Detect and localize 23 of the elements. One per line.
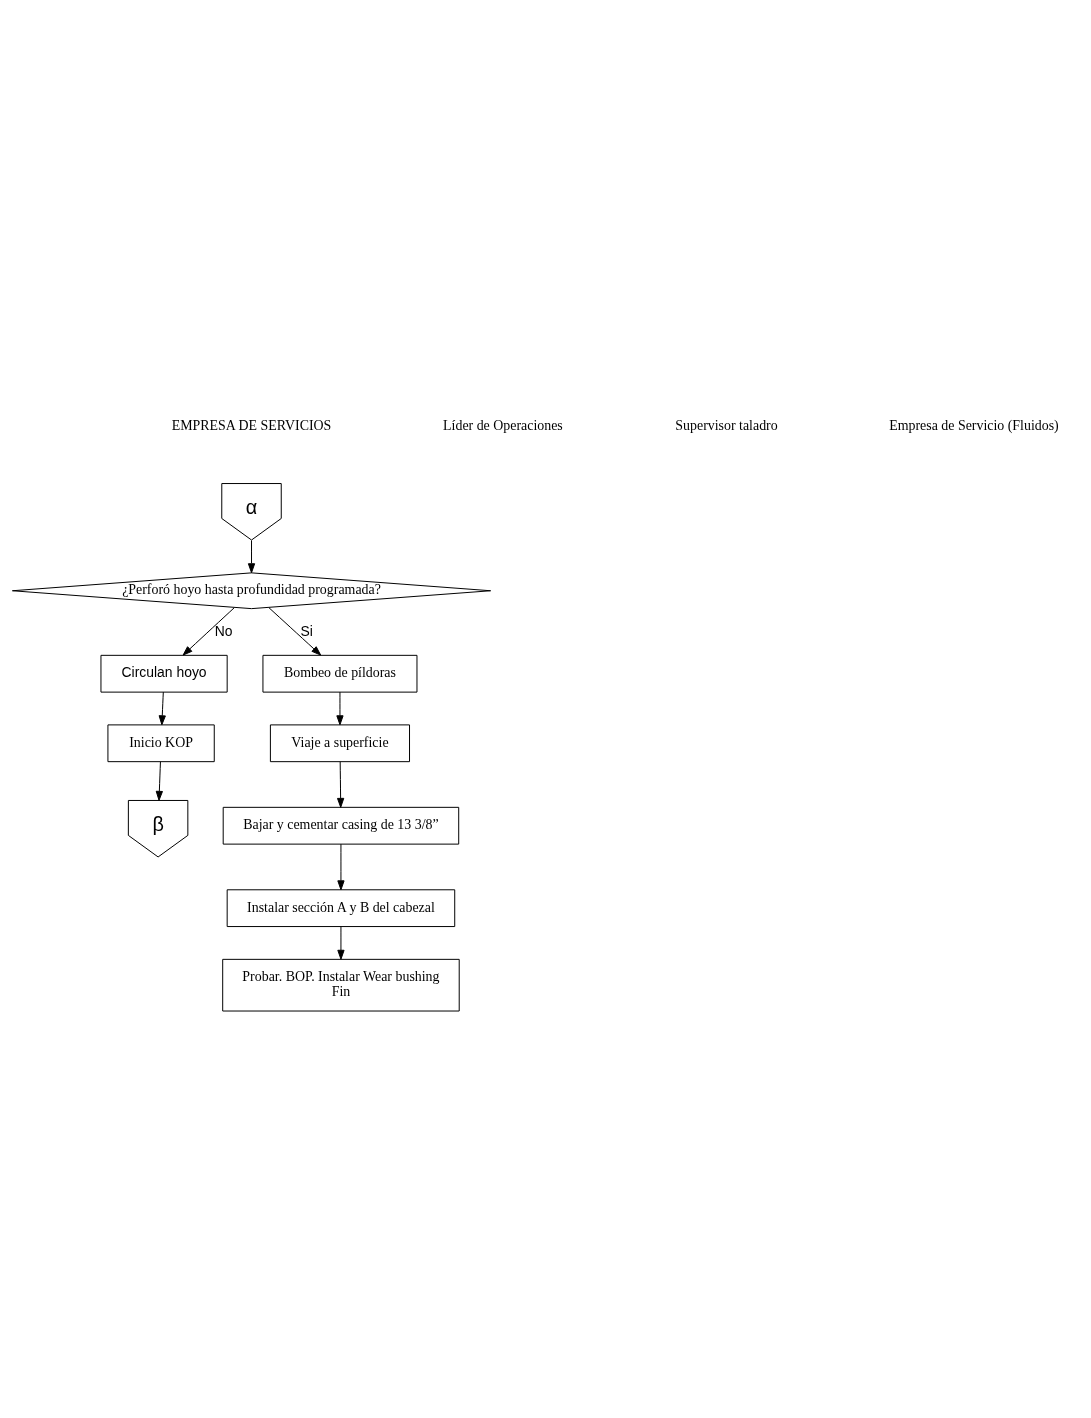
node-box: Circulan hoyo bbox=[100, 654, 228, 693]
node-box: Instalar sección A y B del cabezal bbox=[226, 888, 456, 927]
arrow bbox=[268, 606, 322, 656]
arrow bbox=[158, 691, 166, 725]
label: Supervisor taladro bbox=[675, 417, 778, 433]
node-box: Bombeo de píldoras bbox=[262, 654, 418, 693]
arrow bbox=[182, 606, 235, 656]
label: EMPRESA DE SERVICIOS bbox=[171, 417, 332, 433]
node-box: Inicio KOP bbox=[107, 723, 215, 762]
node-box: Probar. BOP. Instalar Wear bushing Fin bbox=[222, 958, 460, 1012]
arrow bbox=[337, 925, 345, 960]
edge-label: No bbox=[214, 622, 233, 639]
edge-label: Si bbox=[300, 622, 313, 639]
node-diamond: ¿Perforó hoyo hasta profundidad programada? bbox=[11, 571, 492, 609]
arrow bbox=[337, 760, 345, 808]
node-box: Viaje a superficie bbox=[269, 723, 410, 762]
arrow bbox=[155, 760, 163, 801]
arrow bbox=[247, 539, 256, 573]
label: Líder de Operaciones bbox=[443, 417, 563, 433]
label: Empresa de Servicio (Fluidos) bbox=[889, 417, 1059, 433]
node-box: Bajar y cementar casing de 13 3/8” bbox=[222, 806, 460, 845]
arrow bbox=[336, 691, 344, 725]
arrow bbox=[337, 843, 345, 890]
